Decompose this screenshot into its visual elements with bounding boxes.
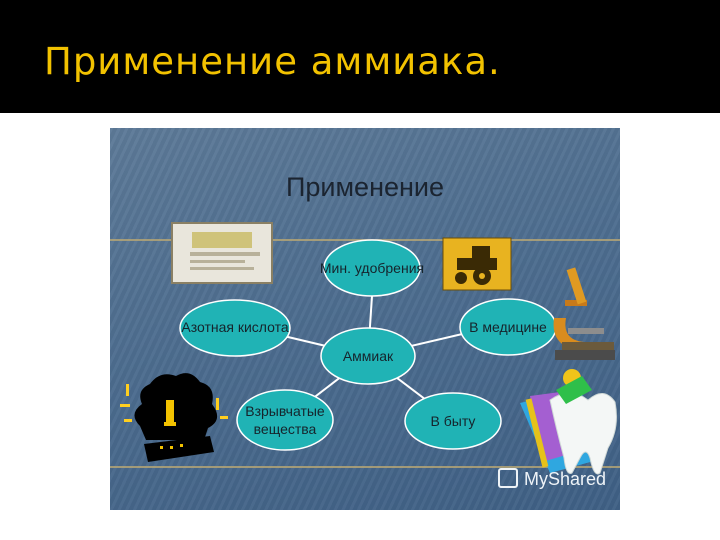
node-explosives: Взрывчатые вещества (236, 389, 334, 451)
fertilizer-bag-icon (171, 222, 273, 284)
tractor-icon (442, 237, 512, 291)
node-shape (320, 327, 416, 385)
node-label-center: Аммиак (343, 348, 394, 364)
node-label-medicine: В медицине (469, 319, 547, 335)
usage-diagram: Мин. удобрения Азотная кислота В медицин… (171, 222, 617, 475)
node-label-fertilizer: Мин. удобрения (320, 260, 424, 276)
watermark-text: MyShared (524, 469, 607, 489)
divider-bottom (110, 466, 620, 468)
node-shape (179, 299, 291, 357)
watermark: MyShared (498, 468, 606, 490)
node-label-explosives-2: вещества (254, 421, 317, 437)
node-medicine: В медицине (459, 298, 557, 356)
title-bar: Применение аммиака. (0, 0, 720, 113)
microscope-icon (553, 267, 615, 360)
node-household: В быту (404, 392, 502, 450)
node-shape (323, 239, 421, 297)
node-center: Аммиак (320, 327, 416, 385)
node-shape (404, 392, 502, 450)
presentation-logo-icon (498, 468, 518, 488)
slide: Применение Мин. удобрения Азотная кислот… (110, 128, 620, 510)
tooth-icon (520, 369, 617, 475)
node-nitric: Азотная кислота (179, 299, 291, 357)
node-label-household: В быту (431, 413, 476, 429)
slide-title: Применение (285, 172, 445, 202)
node-label-nitric: Азотная кислота (181, 319, 288, 335)
node-fertilizer: Мин. удобрения (320, 239, 424, 297)
explosion-icon (120, 373, 228, 462)
node-label-explosives-1: Взрывчатые (245, 403, 325, 419)
page-title: Применение аммиака. (44, 40, 501, 83)
node-shape (236, 389, 334, 451)
